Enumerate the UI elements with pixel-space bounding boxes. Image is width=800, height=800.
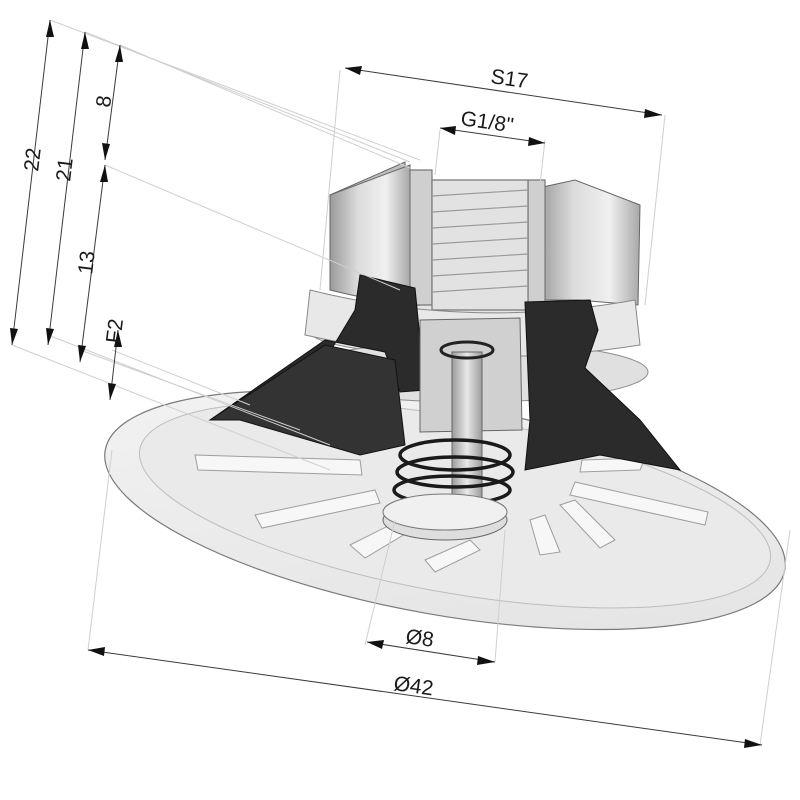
label-height-total: 22: [20, 147, 46, 173]
valve-disc: [382, 493, 508, 541]
thread-bore: [409, 169, 546, 311]
extension-lines: [11, 19, 791, 746]
label-hex-size: S17: [489, 65, 529, 93]
seal-section: [208, 274, 682, 471]
valve-stem: [451, 351, 483, 503]
label-height-stroke: F2: [102, 317, 128, 344]
o-ring: [439, 340, 495, 360]
dimension-lines: [10, 19, 763, 748]
label-diameter-valve: Ø8: [404, 625, 435, 652]
label-diameter-cup: Ø42: [392, 672, 435, 700]
label-height-top: 8: [92, 94, 116, 108]
dimension-labels: S17 G1/8" 22 21 8 13 F2 Ø8 Ø42: [20, 65, 529, 700]
thread-lines: [431, 189, 529, 293]
label-height-body: 21: [52, 157, 78, 183]
label-height-mid: 13: [74, 250, 100, 276]
spring: [392, 438, 515, 506]
label-thread: G1/8": [459, 107, 515, 137]
